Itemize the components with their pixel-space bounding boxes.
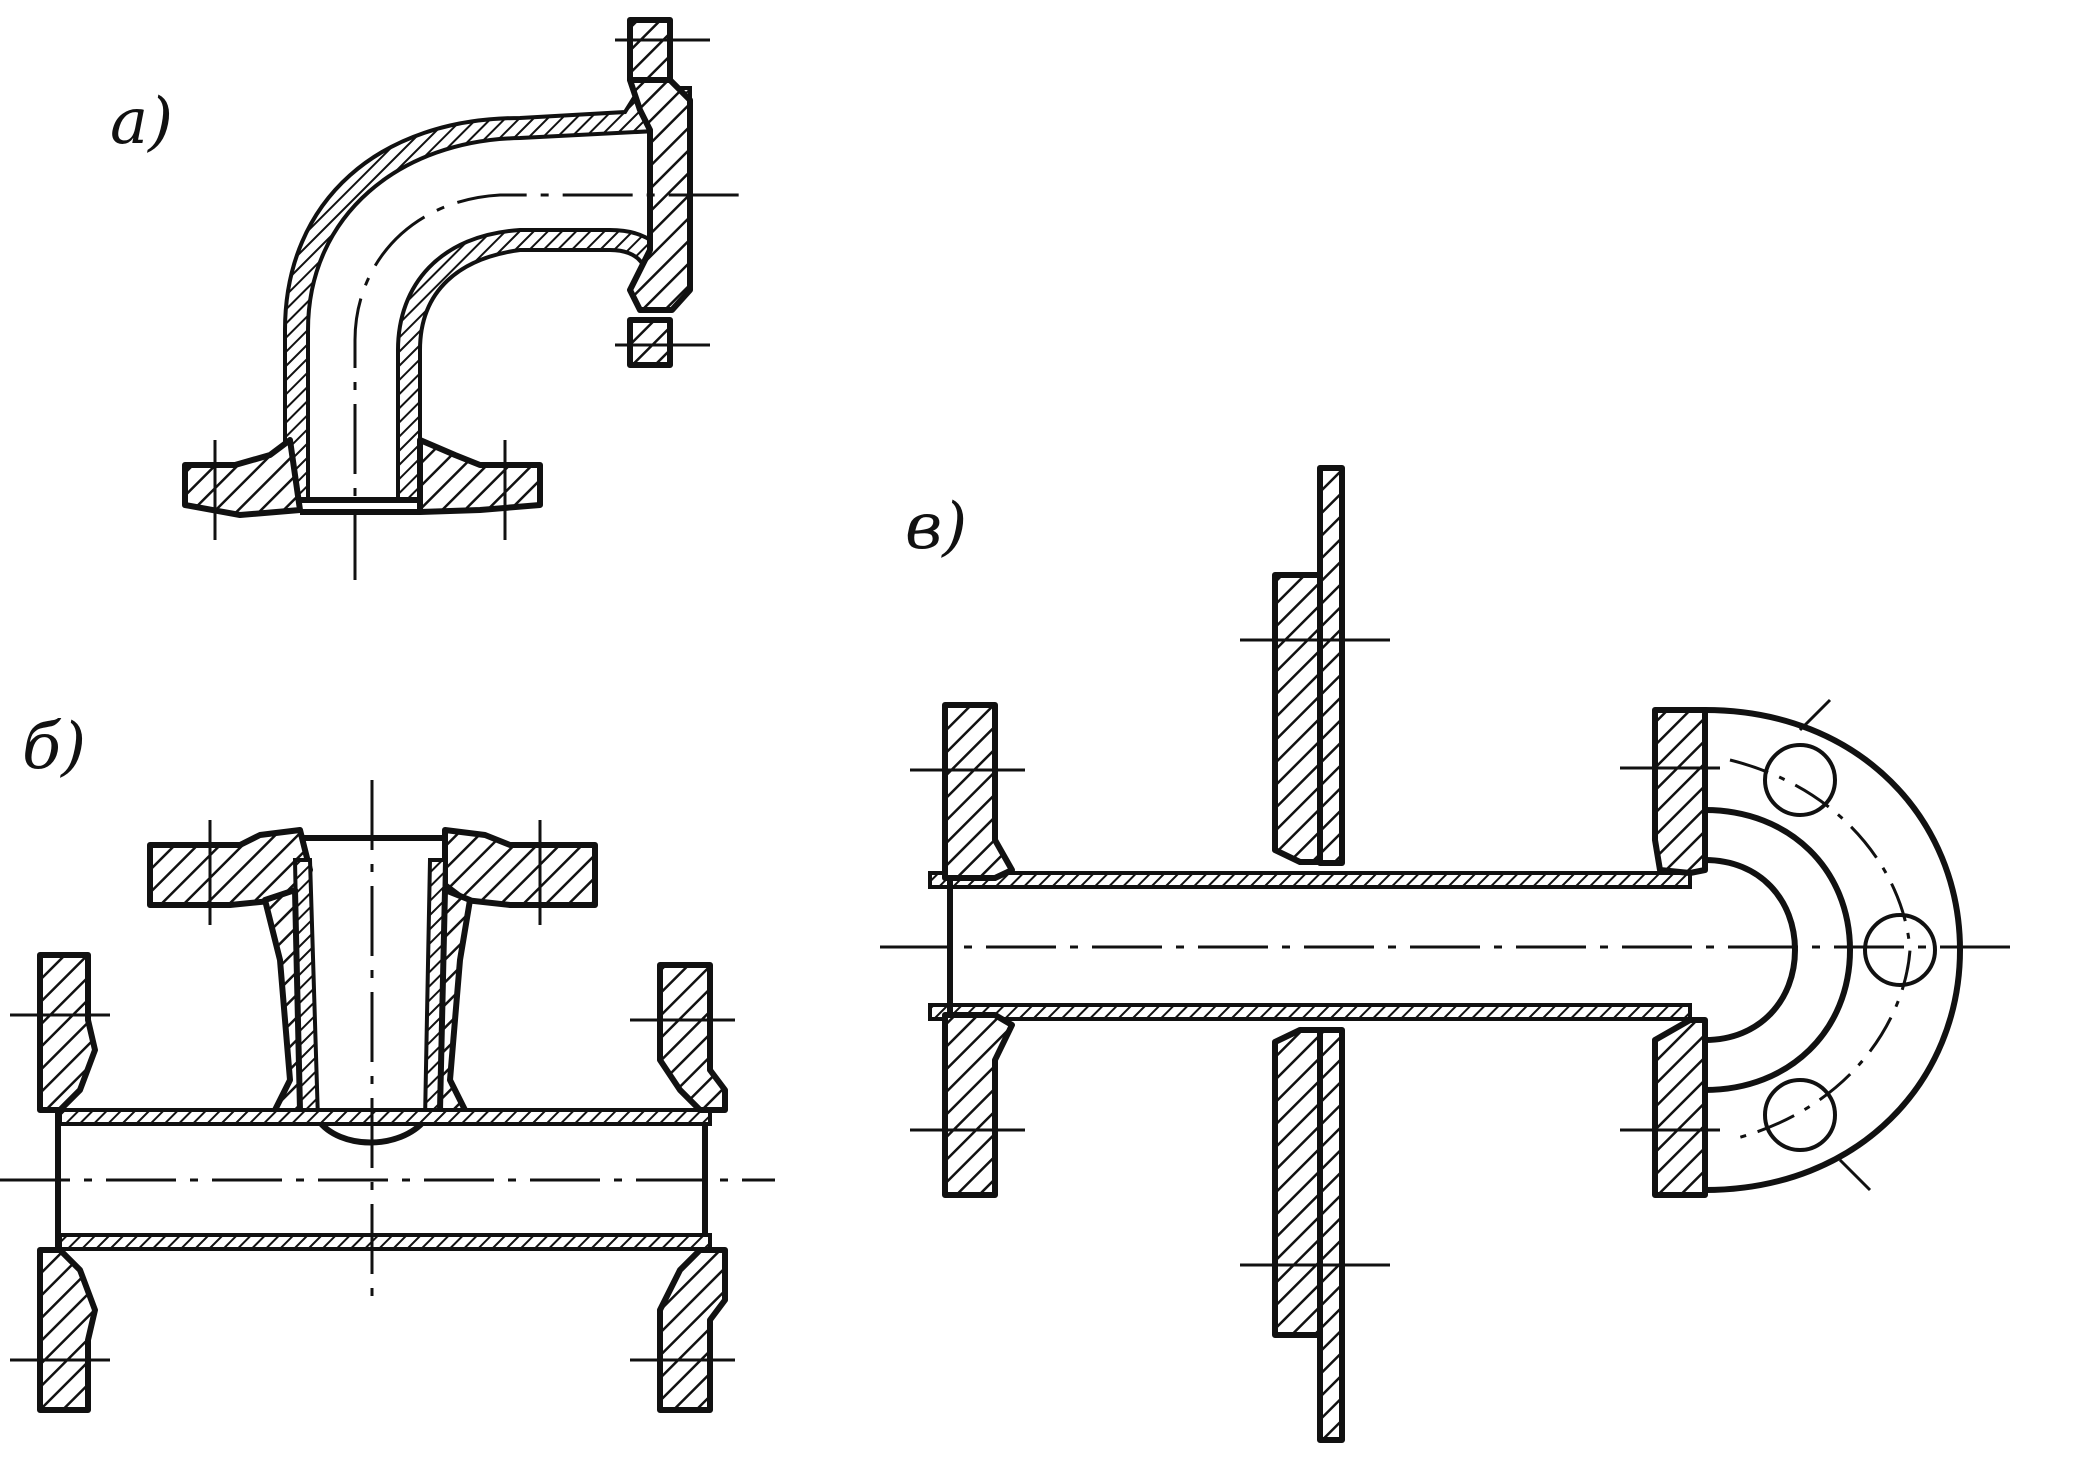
tee-run-top-wall [58,1108,712,1126]
tee-right-flange [657,962,728,1113]
passage-left-flange-lower [942,1012,1015,1198]
passage-wall-plate-bottom [1317,1027,1345,1443]
tee-right-flange-lower [657,1247,728,1413]
elbow-right-flange-neck [627,77,693,313]
tee-branch-gusset-right [437,887,473,1123]
passage-flange-end-outer [1704,707,1963,1193]
passage-wall-plate-top [1317,465,1345,866]
tee-left-flange [37,952,98,1113]
figure-label-a: a) [110,85,174,159]
tee-top-flange-right [442,827,598,908]
passage-right-flange-lower [1652,1017,1708,1198]
passage-flange-end-bore [1704,857,1798,1043]
passage-sleeve-top [1272,572,1323,865]
tee-run-bottom-wall [58,1233,712,1251]
passage-right-flange [1652,707,1708,876]
passage-sleeve-bottom [1272,1027,1323,1338]
figure-b-tee [0,780,775,1413]
tee-left-flange-lower [37,1247,98,1413]
figure-label-b: б) [22,710,87,784]
elbow-centerline [353,193,740,580]
passage-left-flange [942,702,1015,881]
elbow-bottom-flange [182,437,303,518]
figure-a-elbow [182,17,740,580]
elbow-right-flange [627,17,673,83]
figure-v-passage [880,465,2010,1443]
tee-branch-saddle [315,1117,428,1146]
passage-pipe-bottom-wall [928,1003,1692,1021]
elbow-right-flange-bolt [627,317,673,368]
passage-flange-end-ring [1704,807,1853,1093]
passage-bolt-hole-3 [1763,1078,1837,1152]
elbow-bottom-flange-right [417,437,543,515]
figure-label-v: в) [905,490,968,564]
passage-bolt-hole-2 [1863,913,1937,987]
passage-pipe-top-wall [928,871,1692,889]
tee-branch-gusset-left [262,887,303,1123]
